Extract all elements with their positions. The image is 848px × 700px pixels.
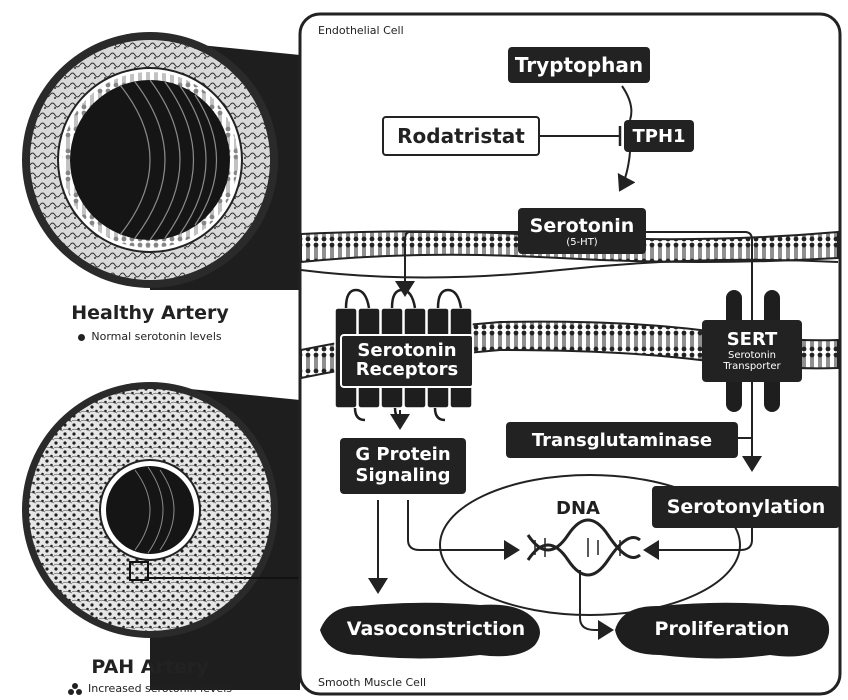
sert-label: SERT <box>727 330 778 350</box>
serotonylation-label: Serotonylation <box>667 496 826 518</box>
vasoconstriction-label: Vasoconstriction <box>318 618 554 640</box>
healthy-artery-caption: Normal serotonin levels <box>91 330 221 343</box>
serotonin-node: Serotonin (5-HT) <box>518 208 646 254</box>
serotonylation-node: Serotonylation <box>652 486 840 528</box>
healthy-artery-caption-row: Normal serotonin levels <box>0 330 300 343</box>
tryptophan-node: Tryptophan <box>508 47 650 83</box>
pah-artery-graphic <box>22 382 300 690</box>
transglutaminase-node: Transglutaminase <box>506 422 738 458</box>
gprotein-label-1: G Protein <box>355 445 450 466</box>
rodatristat-node: Rodatristat <box>382 116 540 156</box>
pah-artery-title: PAH Artery <box>0 656 300 678</box>
tph1-label: TPH1 <box>632 126 685 147</box>
serotonin-label: Serotonin <box>530 215 635 237</box>
dot-icon <box>78 334 85 341</box>
sert-sub-label-1: Serotonin <box>728 350 776 361</box>
pah-artery-caption: Increased serotonin levels <box>88 682 232 695</box>
pah-artery-caption-row: Increased serotonin levels <box>0 682 300 695</box>
serotonin-receptors-node: Serotonin Receptors <box>340 334 474 388</box>
sert-node: SERT Serotonin Transporter <box>702 320 802 382</box>
sert-sub-label-2: Transporter <box>723 361 780 372</box>
healthy-artery-title: Healthy Artery <box>0 302 300 324</box>
endothelial-cell-label: Endothelial Cell <box>318 24 404 37</box>
gprotein-node: G Protein Signaling <box>340 438 466 494</box>
tph1-node: TPH1 <box>624 120 694 152</box>
triple-dot-icon <box>68 683 82 695</box>
proliferation-label: Proliferation <box>614 618 830 640</box>
receptors-label-2: Receptors <box>356 361 458 380</box>
gprotein-label-2: Signaling <box>355 466 450 487</box>
smooth-muscle-cell-label: Smooth Muscle Cell <box>318 676 426 689</box>
serotonin-sub-label: (5-HT) <box>566 237 597 248</box>
tryptophan-label: Tryptophan <box>515 53 643 77</box>
rodatristat-label: Rodatristat <box>397 124 525 148</box>
transglutaminase-label: Transglutaminase <box>532 430 712 451</box>
dna-label: DNA <box>556 498 600 519</box>
healthy-artery-graphic <box>22 32 300 290</box>
